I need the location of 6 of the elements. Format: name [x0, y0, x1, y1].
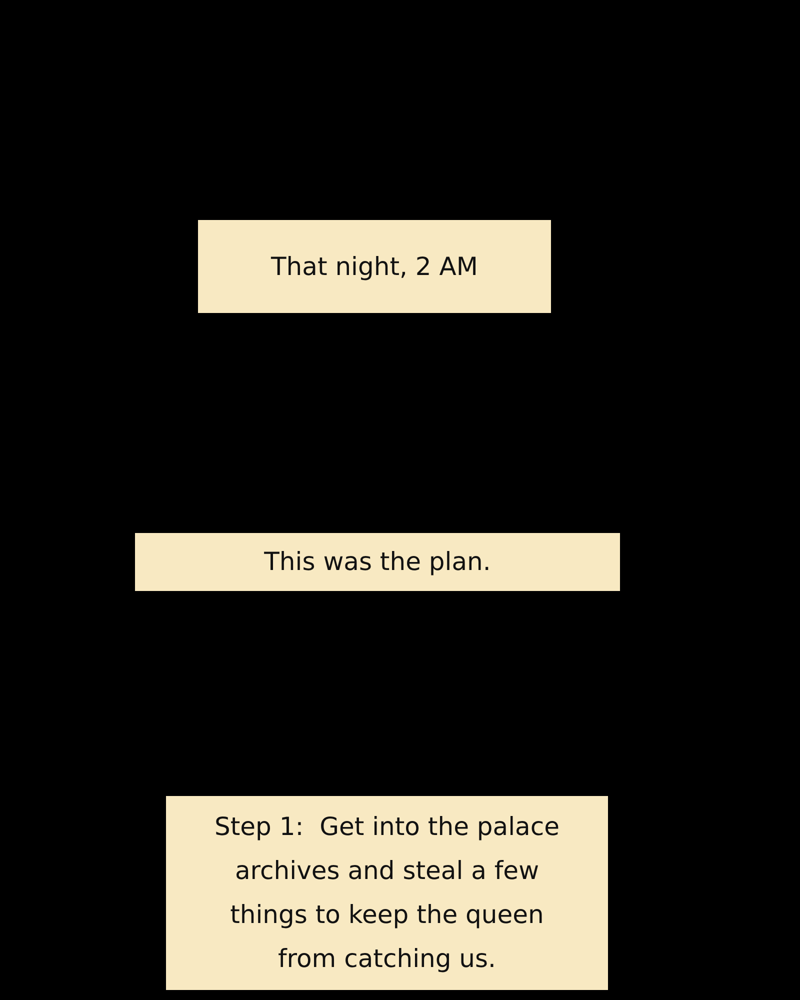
- caption-box: [135, 533, 620, 591]
- caption-text: This was the plan.: [264, 546, 491, 578]
- caption-text: That night, 2 AM: [271, 250, 478, 282]
- caption-box: [166, 796, 608, 990]
- caption-text: Step 1: Get into the palace archives and steal a few things to keep the queen from catching us.: [214, 811, 560, 975]
- caption-box: [198, 220, 551, 313]
